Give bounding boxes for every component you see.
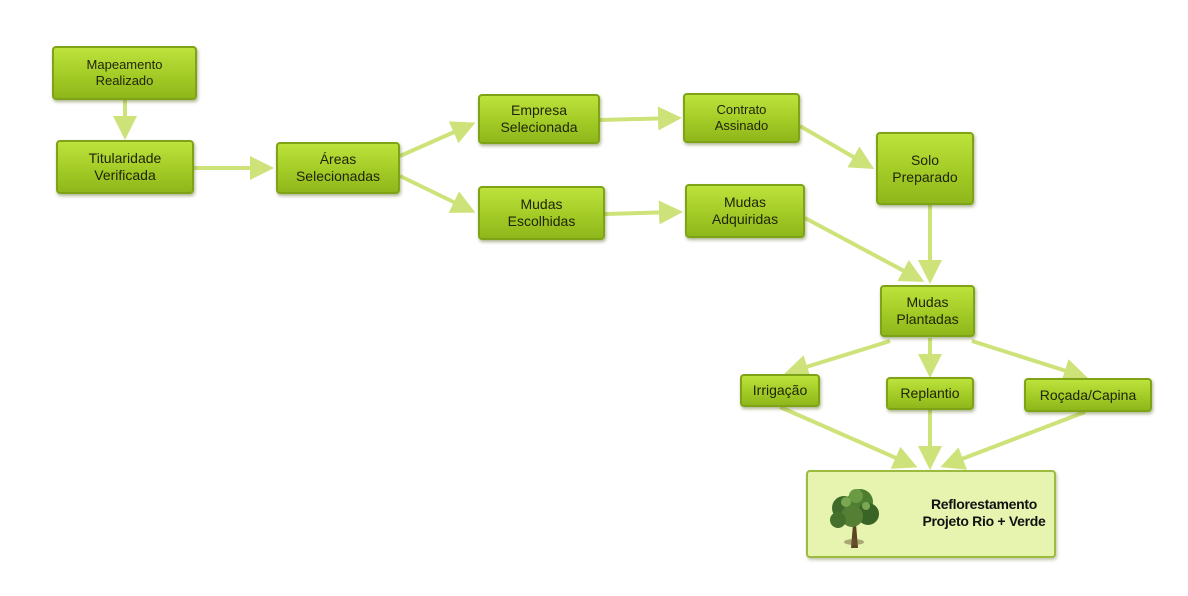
arrow-irrigacao-final xyxy=(779,405,918,469)
node-contrato-assinado: Contrato Assinado xyxy=(683,93,800,143)
node-titularidade-verificada: Titularidade Verificada xyxy=(56,140,194,194)
arrow-areas-empresa xyxy=(399,121,476,158)
node-areas-selecionadas: Áreas Selecionadas xyxy=(276,142,400,194)
arrow-mudas-escolhidas-adquiridas xyxy=(604,200,683,225)
node-mapeamento-realizado: Mapeamento Realizado xyxy=(52,46,197,100)
node-mudas-escolhidas: Mudas Escolhidas xyxy=(478,186,605,240)
arrow-plantadas-irrigacao xyxy=(784,339,891,379)
arrow-plantadas-rocada xyxy=(971,339,1088,382)
node-empresa-selecionada: Empresa Selecionada xyxy=(478,94,600,144)
arrow-areas-mudas-escolhidas xyxy=(399,174,476,213)
arrow-contrato-solo xyxy=(798,124,875,170)
arrow-empresa-contrato xyxy=(599,106,682,131)
final-title: Reflorestamento Projeto Rio + Verde xyxy=(922,496,1046,529)
node-mudas-adquiridas: Mudas Adquiridas xyxy=(685,184,805,238)
node-irrigacao: Irrigação xyxy=(740,374,820,407)
node-mudas-plantadas: Mudas Plantadas xyxy=(880,285,975,337)
arrow-rocada-final xyxy=(940,410,1086,470)
tree-icon xyxy=(830,489,879,548)
arrow-adquiridas-plantadas xyxy=(804,216,925,282)
node-replantio: Replantio xyxy=(886,377,974,410)
node-rocada-capina: Roçada/Capina xyxy=(1024,378,1152,412)
node-reflorestamento-final: Reflorestamento Projeto Rio + Verde xyxy=(806,470,1056,558)
node-solo-preparado: Solo Preparado xyxy=(876,132,974,205)
